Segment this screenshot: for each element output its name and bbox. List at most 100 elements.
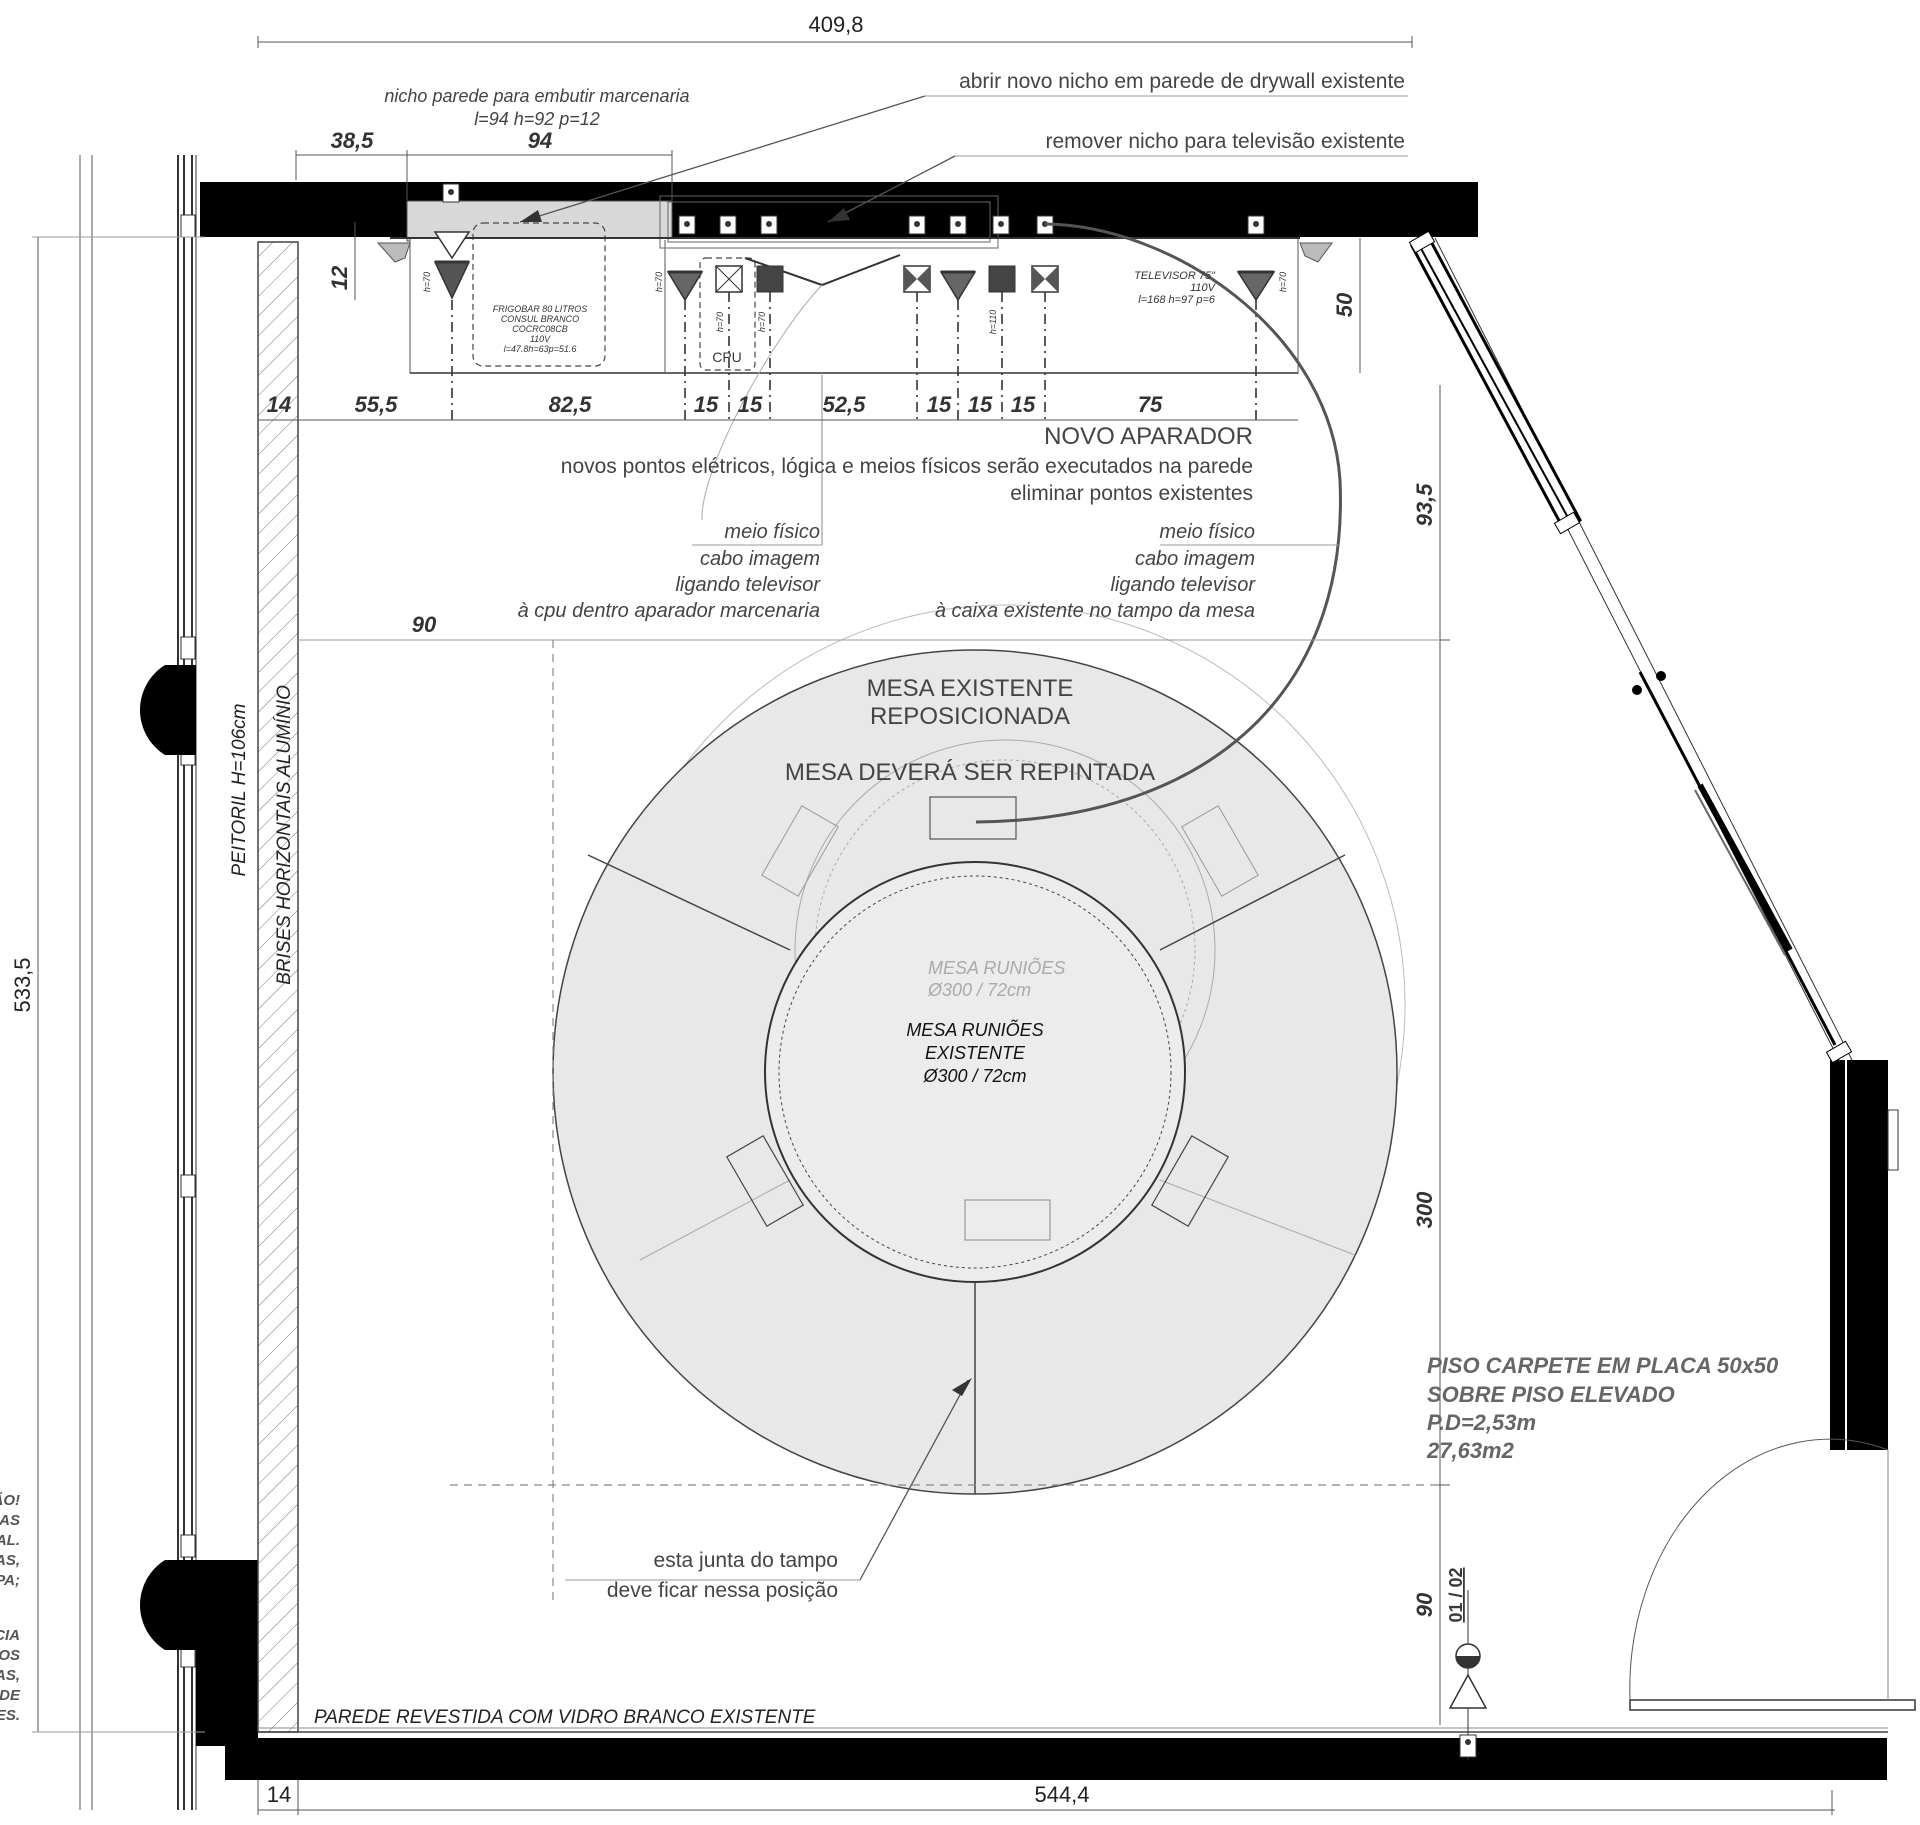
edge-fragment: ES. bbox=[0, 1707, 20, 1724]
dim-row-4: 15 bbox=[738, 392, 763, 417]
socket-symbol-icon bbox=[939, 270, 977, 302]
dim-right-bottom: 90 bbox=[1412, 1592, 1437, 1617]
remove-niche-note: remover nicho para televisão existente bbox=[1045, 130, 1405, 153]
edge-fragment: ÃO! bbox=[0, 1491, 20, 1509]
cable-left-1: meio físico bbox=[724, 521, 820, 543]
cable-left-3: ligando televisor bbox=[675, 574, 821, 596]
data-point-icon bbox=[988, 265, 1016, 293]
outlet-icon bbox=[678, 215, 696, 235]
aparador-note-2: eliminar pontos existentes bbox=[1010, 482, 1253, 505]
table-ghost-1: MESA RUNIÕES bbox=[928, 957, 1065, 978]
edge-fragment: PA; bbox=[0, 1572, 20, 1589]
outlet-icon bbox=[908, 215, 926, 235]
table-note-1: MESA EXISTENTE bbox=[867, 675, 1074, 702]
niche-note-line1: nicho parede para embutir marcenaria bbox=[384, 86, 689, 106]
dim-row-8: 15 bbox=[1011, 392, 1036, 417]
aparador-cabinet bbox=[376, 195, 1333, 374]
cable-right-1: meio físico bbox=[1159, 521, 1255, 543]
table-label-2: EXISTENTE bbox=[925, 1043, 1026, 1063]
floor-note-2: SOBRE PISO ELEVADO bbox=[1427, 1382, 1675, 1407]
outlet-icon bbox=[1247, 215, 1265, 235]
table-note-2: REPOSICIONADA bbox=[870, 703, 1070, 730]
cable-right-2: cabo imagem bbox=[1135, 548, 1255, 570]
logic-point-icon bbox=[903, 265, 931, 293]
dim-niche-left: 38,5 bbox=[331, 128, 375, 153]
outlet-icon bbox=[949, 215, 967, 235]
point-symbols bbox=[433, 231, 1276, 302]
open-niche-note: abrir novo nicho em parede de drywall ex… bbox=[959, 70, 1405, 93]
leader-lines bbox=[519, 95, 1408, 1581]
dim-row-5: 52,5 bbox=[823, 392, 867, 417]
edge-fragment: AS bbox=[0, 1512, 20, 1529]
brises-label: BRISES HORIZONTAIS ALUMÍNIO bbox=[274, 685, 295, 985]
dim-left-total: 533,5 bbox=[10, 957, 35, 1012]
dim-top-total: 409,8 bbox=[808, 12, 863, 37]
dim-table-offset: 90 bbox=[412, 612, 437, 637]
cpu-label: CPU bbox=[712, 349, 742, 365]
socket-symbol-icon bbox=[433, 231, 471, 300]
walls bbox=[200, 182, 1899, 1780]
dim-right-top: 93,5 bbox=[1412, 483, 1437, 527]
arrow-icon bbox=[520, 210, 542, 222]
tv-label-2: 110V bbox=[1190, 282, 1217, 294]
dim-niche-width: 94 bbox=[528, 128, 552, 153]
joint-note-1: esta junta do tampo bbox=[654, 1549, 838, 1572]
table-repaint-note: MESA DEVERÁ SER REPINTADA bbox=[785, 759, 1155, 786]
fridge-label-2: CONSUL BRANCO bbox=[501, 314, 579, 324]
dim-cabinet-depth: 12 bbox=[327, 265, 352, 290]
glass-wall-label: PAREDE REVESTIDA COM VIDRO BRANCO EXISTE… bbox=[314, 1707, 816, 1728]
diagonal-glass-partition bbox=[1408, 230, 1853, 1064]
height-label: h=110 bbox=[988, 310, 998, 335]
table-label-1: MESA RUNIÕES bbox=[906, 1019, 1043, 1040]
dim-row-7: 15 bbox=[968, 392, 993, 417]
table-ghost-2: Ø300 / 72cm bbox=[927, 980, 1031, 1000]
logic-point-icon bbox=[715, 265, 743, 293]
data-point-icon bbox=[756, 265, 784, 293]
dim-cabinet-height: 50 bbox=[1332, 292, 1357, 317]
logic-point-icon bbox=[1031, 265, 1059, 293]
section-ref-label: 01 / 02 bbox=[1446, 1567, 1466, 1622]
meeting-table bbox=[552, 222, 1406, 1495]
edge-fragment: AS, bbox=[0, 1552, 20, 1569]
section-marker-icon bbox=[1448, 1590, 1488, 1760]
peitoril-label: PEITORIL H=106cm bbox=[229, 703, 250, 876]
joint-note-2: deve ficar nessa posição bbox=[607, 1579, 838, 1602]
dim-row-1: 55,5 bbox=[355, 392, 399, 417]
fridge-label-3: COCRC08CB bbox=[512, 324, 568, 334]
aparador-note-1: novos pontos elétricos, lógica e meios f… bbox=[561, 455, 1253, 478]
table-label-3: Ø300 / 72cm bbox=[922, 1066, 1026, 1086]
dim-row-2: 82,5 bbox=[549, 392, 593, 417]
floor-note-1: PISO CARPETE EM PLACA 50x50 bbox=[1427, 1353, 1779, 1378]
socket-symbol-icon bbox=[666, 270, 704, 302]
floor-note-4: 27,63m2 bbox=[1426, 1438, 1515, 1463]
cable-right-3: ligando televisor bbox=[1110, 574, 1256, 596]
socket-symbol-icon bbox=[1236, 270, 1276, 302]
tv-label-3: l=168 h=97 p=6 bbox=[1138, 294, 1216, 306]
outlet-icon bbox=[760, 215, 778, 235]
outlet-icon bbox=[719, 215, 737, 235]
wall-outlets bbox=[442, 183, 1265, 235]
fridge-label-4: 110V bbox=[530, 334, 551, 344]
cable-left-2: cabo imagem bbox=[700, 548, 820, 570]
tv-label-1: TELEVISOR 75" bbox=[1134, 270, 1216, 282]
dim-row-3: 15 bbox=[694, 392, 719, 417]
arrow-icon bbox=[952, 1378, 972, 1396]
dim-row-0: 14 bbox=[267, 392, 291, 417]
outlet-icon bbox=[992, 215, 1010, 235]
height-label: h=70 bbox=[757, 312, 767, 332]
floor-note-3: P.D=2,53m bbox=[1427, 1410, 1536, 1435]
edge-fragment: OS bbox=[0, 1647, 20, 1664]
dim-bottom-wall: 14 bbox=[267, 1782, 291, 1807]
fridge-label-5: l=47.8h=63p=51.6 bbox=[504, 344, 577, 354]
entry-door bbox=[1629, 1438, 1916, 1711]
dim-row-6: 15 bbox=[927, 392, 952, 417]
axis-lines bbox=[451, 292, 1257, 420]
dimension-lines bbox=[32, 36, 1835, 1815]
aparador-title: NOVO APARADOR bbox=[1044, 423, 1253, 450]
edge-fragment: AS, bbox=[0, 1667, 20, 1684]
niche-note-line2: l=94 h=92 p=12 bbox=[474, 109, 600, 129]
height-label: h=70 bbox=[1278, 272, 1288, 292]
edge-fragment: DE bbox=[0, 1687, 21, 1704]
cable-right-4: à caixa existente no tampo da mesa bbox=[935, 600, 1255, 622]
